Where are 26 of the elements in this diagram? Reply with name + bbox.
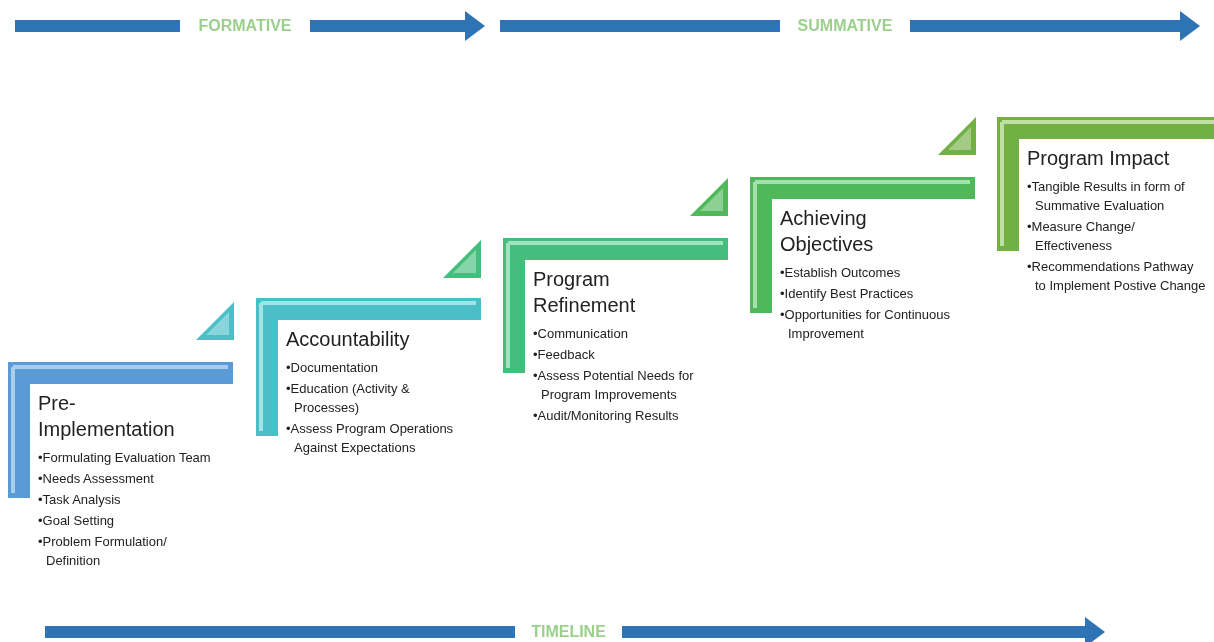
step-heading: Program Refinement	[533, 267, 637, 318]
phase-label: SUMMATIVE	[797, 16, 893, 36]
step-heading: Pre-Implementation	[38, 391, 176, 442]
bullet-item: •Assess Program Operations Against Expectations	[286, 421, 454, 455]
bullet-item: •Tangible Results in form of Summative Evaluation	[1027, 179, 1185, 213]
bullet-item: •Audit/Monitoring Results	[533, 408, 679, 423]
bullet-item: •Task Analysis	[38, 492, 121, 507]
phase-label: TIMELINE	[531, 622, 606, 642]
bullet-item: •Establish Outcomes	[780, 265, 901, 280]
bullet-item: •Goal Setting	[38, 513, 115, 528]
bullet-item: •Formulating Evaluation Team	[38, 450, 211, 465]
bullet-item: •Education (Activity & Processes)	[286, 381, 410, 415]
step-heading: Accountability	[286, 327, 411, 352]
bullet-item: •Identify Best Practices	[780, 286, 914, 301]
bullet-item: •Opportunities for Continuous Improvement	[780, 307, 951, 341]
phase-label: FORMATIVE	[198, 16, 292, 36]
bullet-item: •Assess Potential Needs for Program Improvements	[533, 368, 694, 402]
step-heading: Achieving Objectives	[780, 206, 875, 257]
bullet-item: •Needs Assessment	[38, 471, 154, 486]
bullet-item: •Documentation	[286, 360, 378, 375]
bullet-item: •Problem Formulation/ Definition	[38, 534, 167, 568]
bullet-item: •Measure Change/ Effectiveness	[1027, 219, 1135, 253]
bullet-item: •Feedback	[533, 347, 595, 362]
step-heading: Program Impact	[1027, 146, 1171, 171]
bullet-item: •Communication	[533, 326, 628, 341]
bullet-item: •Recommendations Pathway to Implement Postive Change	[1027, 259, 1206, 293]
